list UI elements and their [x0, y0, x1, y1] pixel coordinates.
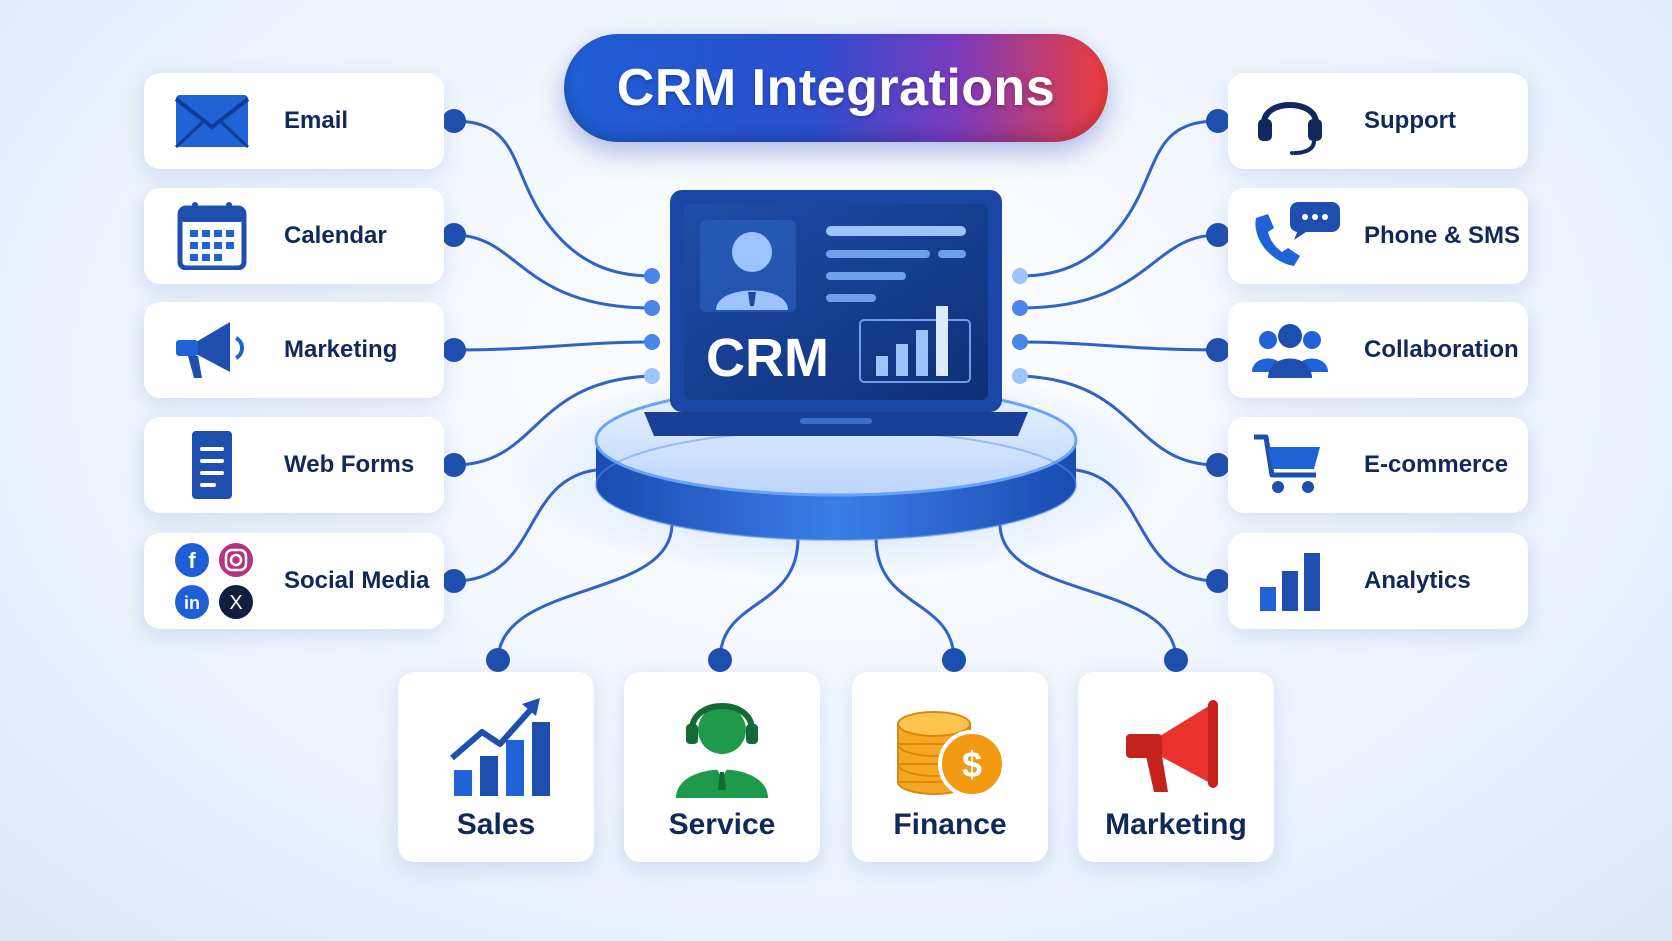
page-title: CRM Integrations	[616, 59, 1056, 117]
integration-card-support[interactable]: Support	[1228, 73, 1528, 169]
department-card-sales[interactable]: Sales	[398, 672, 594, 862]
integration-label: Marketing	[284, 336, 398, 363]
growth-chart-icon	[436, 694, 556, 802]
department-card-service[interactable]: Service	[624, 672, 820, 862]
department-card-marketing[interactable]: Marketing	[1078, 672, 1274, 862]
phone-chat-icon	[1250, 202, 1340, 270]
title-banner: CRM Integrations	[564, 34, 1108, 142]
hub-label: CRM	[706, 328, 829, 388]
connector-lines	[453, 119, 1219, 661]
envelope-icon	[172, 87, 252, 155]
instagram-icon	[219, 543, 253, 577]
integration-label: Support	[1364, 107, 1456, 134]
hub-port-dots	[644, 268, 1028, 384]
integration-label: Email	[284, 107, 349, 134]
integration-card-marketing[interactable]: Marketing	[144, 302, 444, 398]
svg-text:f: f	[188, 548, 196, 573]
integration-card-calendar[interactable]: Calendar	[144, 188, 444, 284]
integration-card-phone-sms[interactable]: Phone & SMS	[1228, 188, 1528, 284]
integration-card-e-commerce[interactable]: E-commerce	[1228, 417, 1528, 513]
department-label: Sales	[456, 808, 536, 841]
integration-card-analytics[interactable]: Analytics	[1228, 533, 1528, 629]
crm-laptop: CRM	[644, 190, 1028, 436]
integration-card-email[interactable]: Email	[144, 73, 444, 169]
integration-card-collaboration[interactable]: Collaboration	[1228, 302, 1528, 398]
integration-card-social-media[interactable]: f in X Social Media	[144, 533, 444, 629]
integration-label: Analytics	[1364, 567, 1471, 594]
svg-text:$: $	[962, 744, 982, 785]
connector-dots	[442, 109, 1230, 672]
coins-dollar-icon: $	[890, 694, 1010, 802]
calendar-icon	[172, 202, 252, 270]
svg-text:X: X	[229, 592, 242, 614]
svg-text:in: in	[184, 593, 200, 613]
integration-label: Web Forms	[284, 451, 415, 478]
headset-icon	[1250, 87, 1330, 155]
bar-chart-icon	[1250, 547, 1330, 615]
people-group-icon	[1250, 316, 1330, 384]
document-icon	[172, 431, 252, 499]
megaphone-icon	[172, 316, 252, 384]
social-media-icons: f in X	[174, 543, 254, 619]
department-card-finance[interactable]: $ Finance	[852, 672, 1048, 862]
department-label: Finance	[893, 808, 1007, 841]
integration-label: Social Media	[284, 567, 430, 594]
integration-label: Phone & SMS	[1364, 222, 1521, 249]
integration-label: Collaboration	[1364, 336, 1519, 363]
shopping-cart-icon	[1250, 431, 1330, 499]
agent-icon	[662, 694, 782, 802]
department-label: Marketing	[1105, 808, 1247, 841]
linkedin-icon: in	[175, 585, 209, 619]
red-megaphone-icon	[1116, 694, 1236, 802]
integration-label: E-commerce	[1364, 451, 1509, 478]
facebook-icon: f	[175, 543, 209, 577]
integration-card-web-forms[interactable]: Web Forms	[144, 417, 444, 513]
x-icon: X	[219, 585, 253, 619]
integration-label: Calendar	[284, 222, 387, 249]
department-label: Service	[668, 808, 776, 841]
